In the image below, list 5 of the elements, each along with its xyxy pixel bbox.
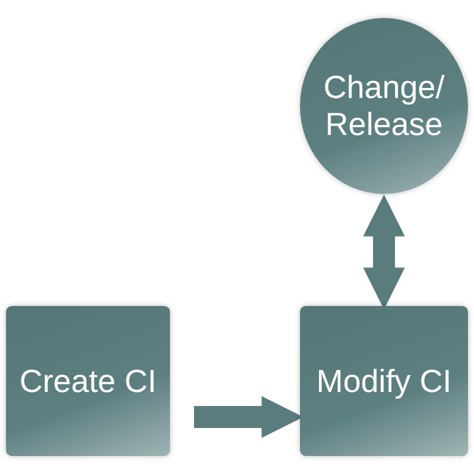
process-box: [6, 306, 170, 456]
process-box: [300, 306, 468, 456]
node-label: Change/ Release: [322, 69, 446, 143]
node-label: Create CI: [18, 362, 158, 400]
node-label: Modify CI: [315, 362, 453, 400]
